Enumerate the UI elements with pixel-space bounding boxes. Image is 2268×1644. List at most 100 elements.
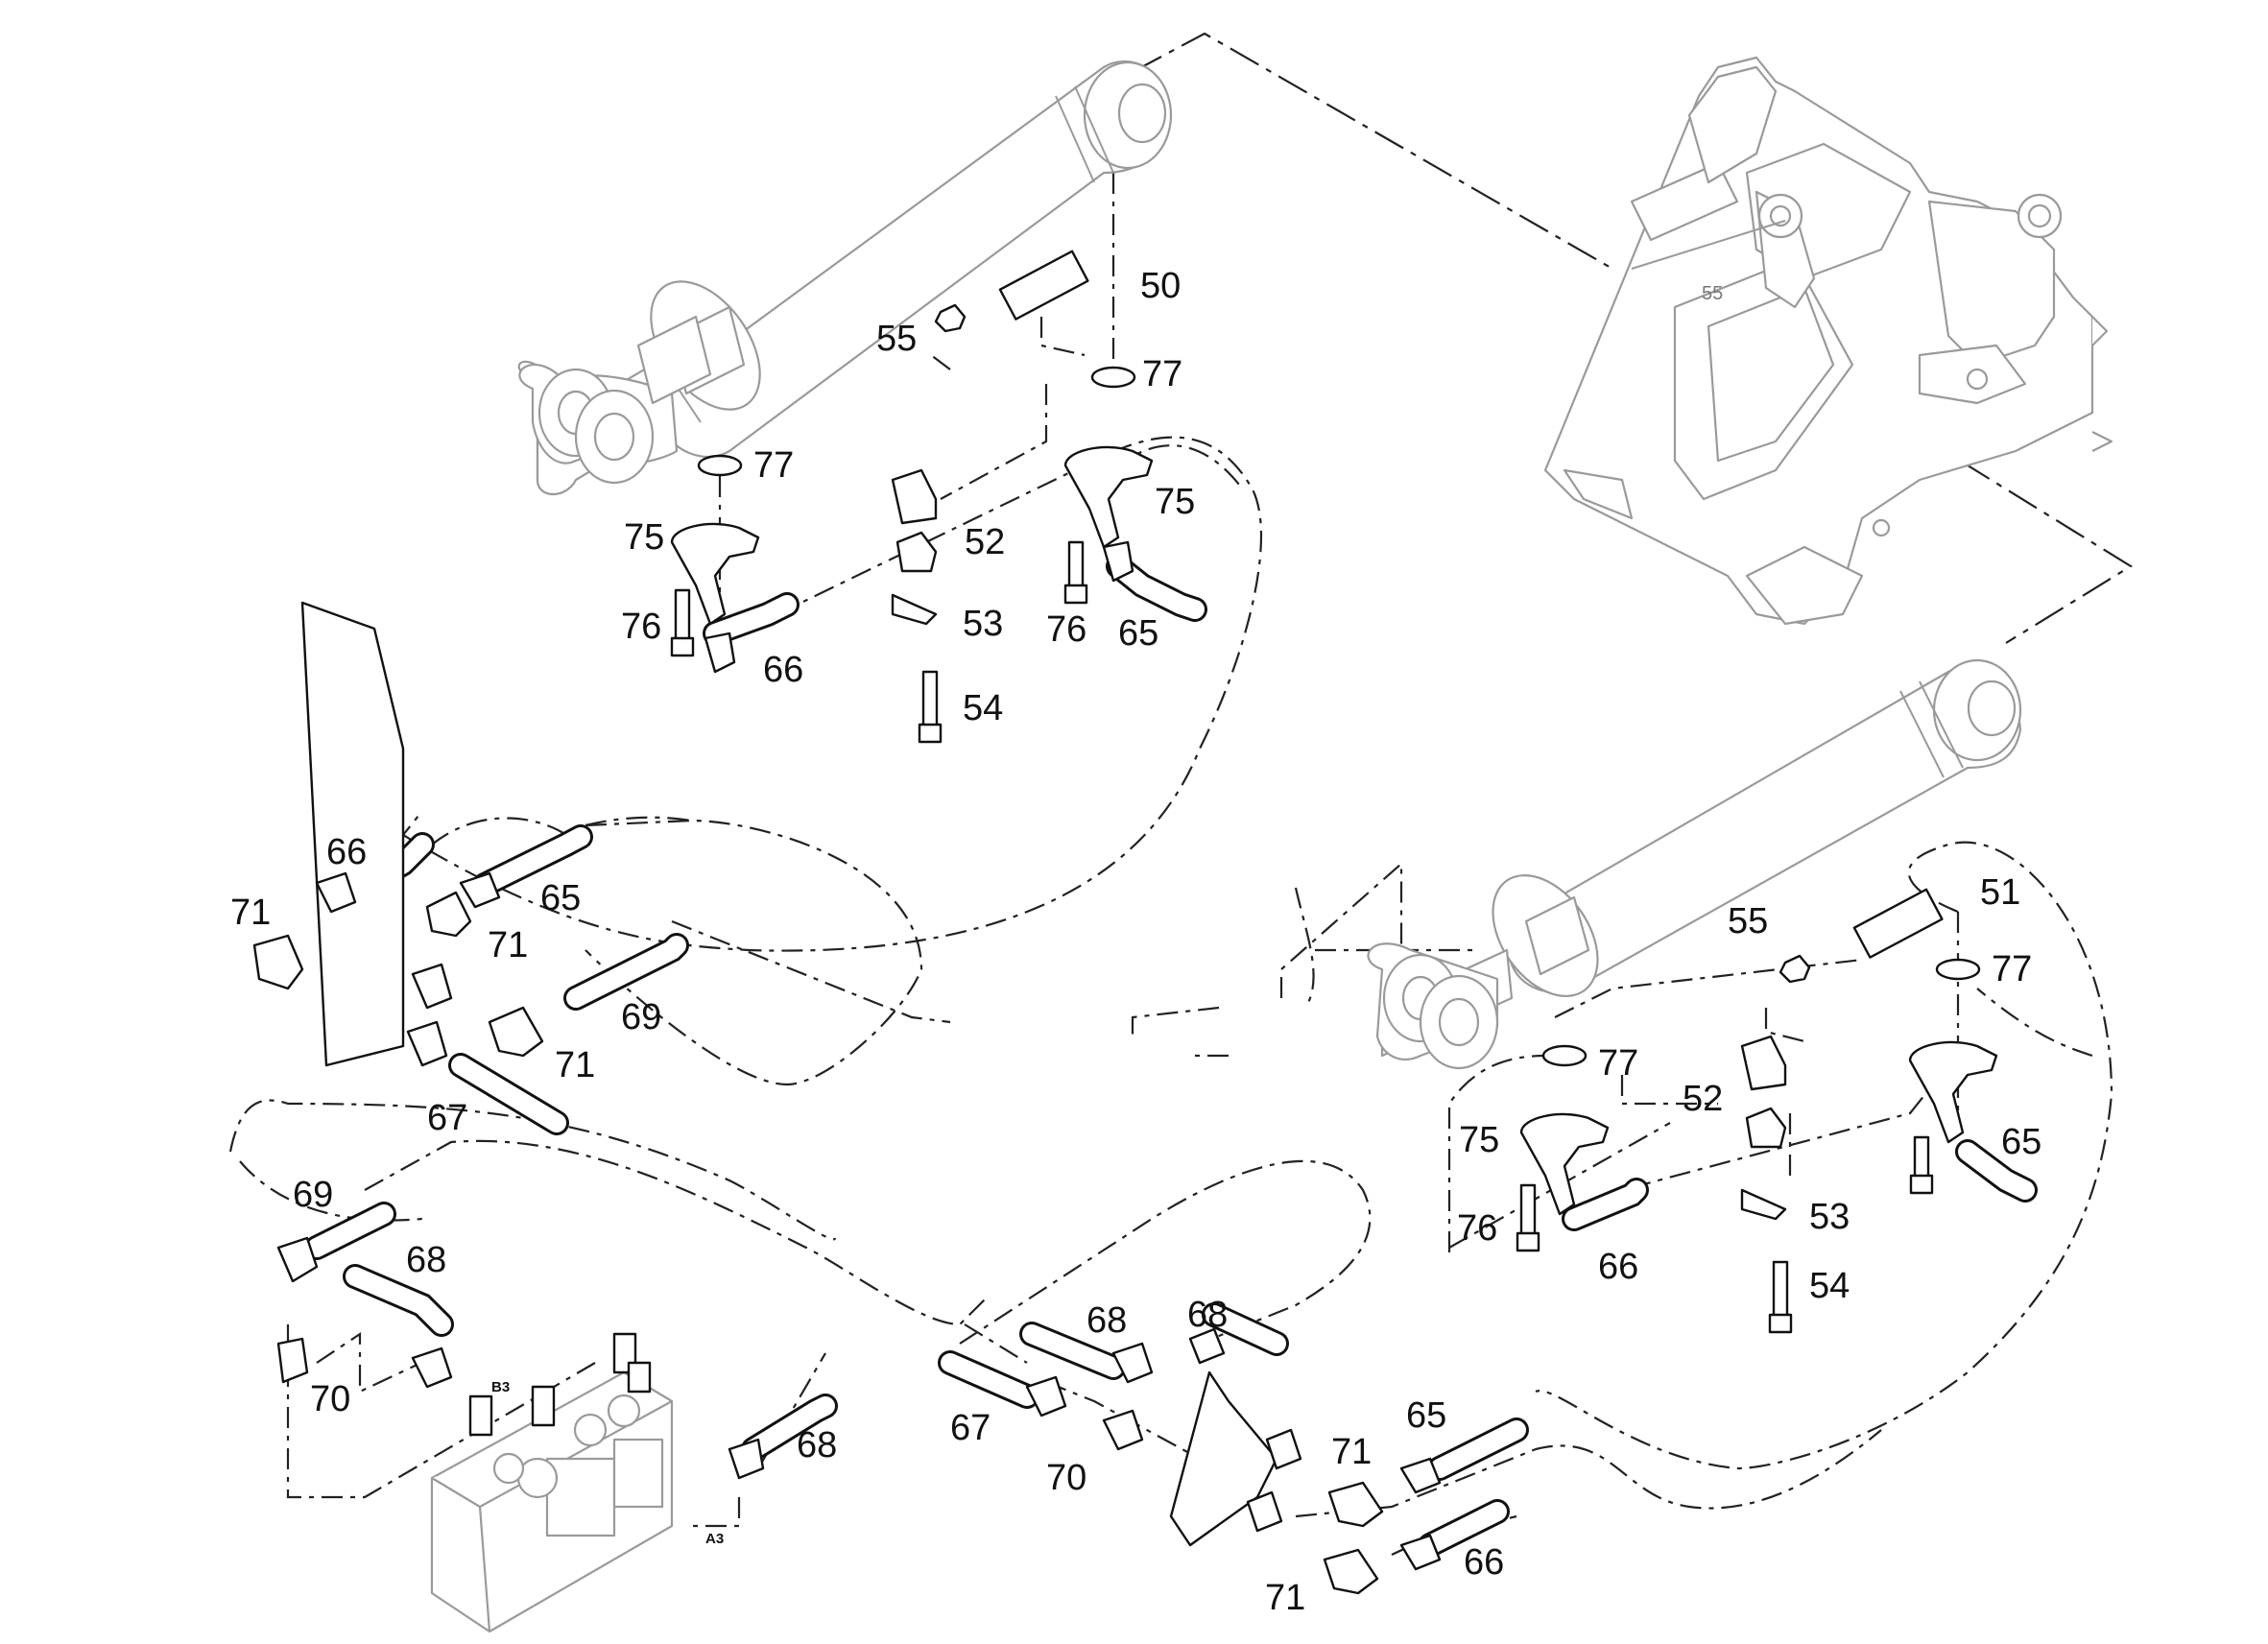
hose-end-66b: [315, 871, 357, 914]
hose-end-65d: [1399, 1457, 1442, 1494]
callout-69: 69: [621, 997, 661, 1037]
port-left-lower: [406, 1020, 448, 1067]
callout-54: 54: [1809, 1266, 1850, 1306]
nut-55a: [934, 303, 967, 333]
o-ring-77d: [1541, 1044, 1588, 1067]
callout-66: 66: [1598, 1247, 1638, 1287]
callout-71: 71: [1265, 1578, 1305, 1618]
callout-67: 67: [950, 1408, 991, 1448]
callout-75: 75: [1155, 482, 1195, 522]
callout-77: 77: [753, 445, 794, 486]
callout-53: 53: [963, 604, 1003, 644]
callout-52: 52: [1683, 1079, 1723, 1119]
callout-76: 76: [1457, 1208, 1497, 1249]
clamp-52a: [891, 468, 938, 525]
callout-labels: 50 77 55 77 75 75 52 76 53 76 65 66 54 6…: [230, 266, 2041, 1618]
nut-55b: [1779, 954, 1811, 984]
callout-76: 76: [1046, 609, 1086, 650]
callout-71: 71: [488, 925, 528, 965]
callout-71: 71: [230, 893, 271, 933]
callout-68: 68: [1187, 1295, 1228, 1335]
hose-end-65b: [459, 871, 501, 909]
callout-67: 67: [427, 1098, 467, 1138]
flange-75c: [1519, 1112, 1610, 1216]
callout-66: 66: [326, 832, 367, 872]
machine-frame: 55: [1543, 56, 2113, 626]
fitting-68c-end: [1188, 1327, 1226, 1365]
clamp-plate-50: [998, 250, 1089, 321]
o-ring-77b: [697, 454, 743, 477]
callout-77: 77: [1992, 949, 2032, 989]
callout-55: 55: [1728, 901, 1768, 941]
callout-71: 71: [555, 1045, 595, 1085]
fitting-68d-end: [728, 1438, 765, 1480]
callout-66: 66: [1464, 1542, 1504, 1583]
callout-68: 68: [1086, 1300, 1127, 1341]
callout-77: 77: [1598, 1043, 1638, 1084]
plate-53a: [891, 593, 938, 626]
bolt-54b-head: [1768, 1313, 1793, 1334]
elbow-65a: [1102, 540, 1134, 583]
clamp-52a-lower: [895, 531, 938, 573]
fitting-71b: [425, 891, 472, 938]
fitting-67b-end: [1025, 1375, 1067, 1418]
callout-75: 75: [1459, 1120, 1499, 1160]
callout-75: 75: [624, 517, 664, 558]
flange-75b: [1063, 445, 1154, 549]
hydraulic-cylinder-right: [1367, 658, 2022, 1070]
elbow-66a: [704, 631, 736, 674]
bolt-76b-head: [1063, 584, 1088, 605]
bolt-54a-head: [918, 723, 943, 744]
callout-66: 66: [763, 650, 803, 690]
callout-53: 53: [1809, 1197, 1850, 1237]
port-b3-fitting: [468, 1394, 493, 1437]
callout-68: 68: [406, 1240, 446, 1280]
flange-75a: [670, 522, 760, 626]
fitting-68-end: [411, 1346, 453, 1389]
callout-76: 76: [621, 607, 661, 647]
fitting-69-end: [276, 1236, 319, 1283]
port-right-lower: [1246, 1490, 1283, 1533]
bolt-76a-head: [670, 636, 695, 657]
bolt-76d-head: [1909, 1174, 1934, 1195]
control-valve-block: B3 A3: [430, 1332, 724, 1633]
fitting-70b: [1102, 1409, 1144, 1451]
callout-70: 70: [310, 1379, 350, 1419]
port-label-a3: A3: [705, 1531, 724, 1547]
clamp-52b-lower: [1745, 1107, 1787, 1149]
port-left-upper: [411, 963, 453, 1010]
callout-50: 50: [1140, 266, 1181, 306]
callout-70: 70: [1046, 1458, 1086, 1498]
flange-75d: [1908, 1040, 1998, 1144]
callout-65: 65: [540, 878, 581, 918]
fittings: B3 A3: [252, 250, 1998, 1633]
port-label-b3: B3: [491, 1379, 510, 1395]
callout-69: 69: [293, 1175, 333, 1215]
plate-53b: [1740, 1188, 1787, 1221]
hose-end-66d: [1399, 1534, 1442, 1571]
callout-55: 55: [876, 319, 917, 359]
hoses: [304, 554, 2038, 1558]
callout-65: 65: [1406, 1395, 1446, 1436]
fitting-71c: [488, 1006, 544, 1058]
tee-70a: [276, 1337, 309, 1384]
callout-51: 51: [1980, 872, 2020, 913]
o-ring-77a: [1090, 366, 1136, 389]
callout-71: 71: [1331, 1432, 1372, 1472]
callout-65: 65: [1118, 613, 1158, 654]
fitting-71d: [1327, 1481, 1384, 1528]
callout-54: 54: [963, 688, 1003, 728]
callout-52: 52: [965, 522, 1005, 562]
callout-68: 68: [797, 1425, 837, 1465]
fitting-71a: [252, 934, 304, 990]
hydraulic-cylinder-top: [517, 60, 1173, 495]
clamp-52b: [1740, 1035, 1787, 1091]
fitting-71e: [1323, 1548, 1379, 1595]
fitting-68b-end: [1111, 1342, 1154, 1384]
port-right-upper: [1265, 1428, 1302, 1470]
clamp-plate-51: [1852, 888, 1944, 959]
callout-77: 77: [1142, 354, 1182, 394]
o-ring-77c: [1935, 958, 1981, 981]
manifold-plate-left: [300, 601, 405, 1067]
